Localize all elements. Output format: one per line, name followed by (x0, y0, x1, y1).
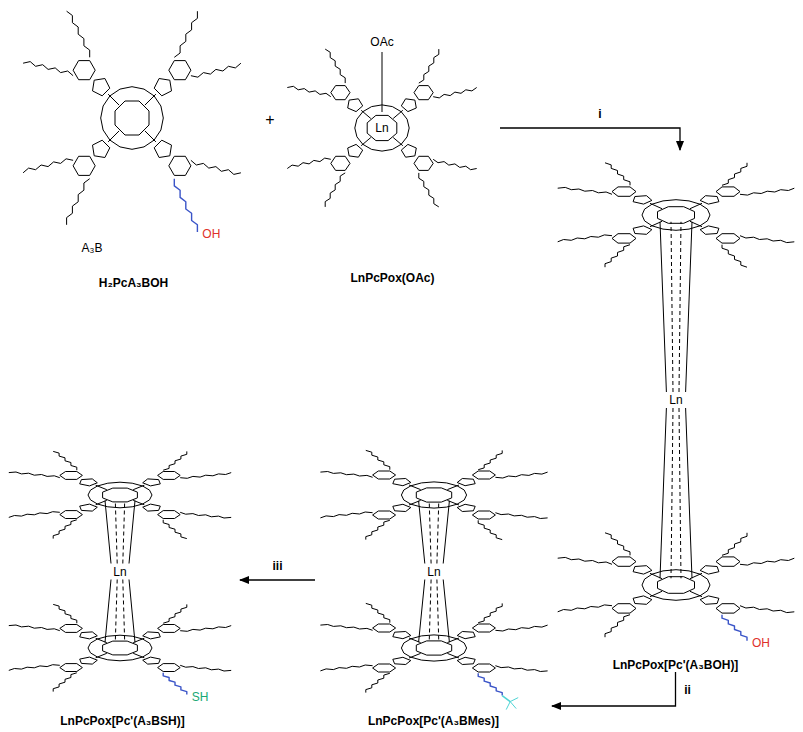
reaction-arrow (552, 672, 676, 706)
step-label: iii (270, 559, 284, 573)
compound-name: H₂PcA₃BOH (97, 276, 171, 290)
compound-name: LnPcPox[Pc'(A₃BMes)] (366, 714, 501, 728)
compound-name: LnPcPox[Pc'(A₃BOH)] (611, 658, 741, 672)
structure-label: OH (751, 636, 771, 650)
structure-label: Ln (668, 393, 683, 407)
structure-label: A₃B (81, 241, 104, 255)
structure-label: Ln (374, 121, 389, 135)
structure-label: OAc (369, 35, 394, 49)
reaction-arrow (240, 579, 315, 580)
compound-name: LnPcPox(OAc) (348, 271, 436, 285)
compound-block: LnPcPox[Pc'(A₃BOH)] (553, 150, 798, 672)
structure-label: OH (201, 227, 221, 241)
structure-label: + (264, 113, 275, 127)
step-label: ii (682, 683, 693, 697)
compound-block: LnPcPox[Pc'(A₃BSH)] (5, 440, 240, 728)
structure-label: Ln (426, 565, 441, 579)
structure-label: SH (191, 690, 210, 704)
reaction-arrow (500, 128, 680, 150)
compound-name: LnPcPox[Pc'(A₃BSH)] (58, 714, 186, 728)
compound-block: H₂PcA₃BOH (5, 5, 262, 290)
structure-label: Ln (112, 565, 127, 579)
compound-block: LnPcPox[Pc'(A₃BMes)] (315, 440, 552, 728)
step-label: i (596, 107, 603, 121)
